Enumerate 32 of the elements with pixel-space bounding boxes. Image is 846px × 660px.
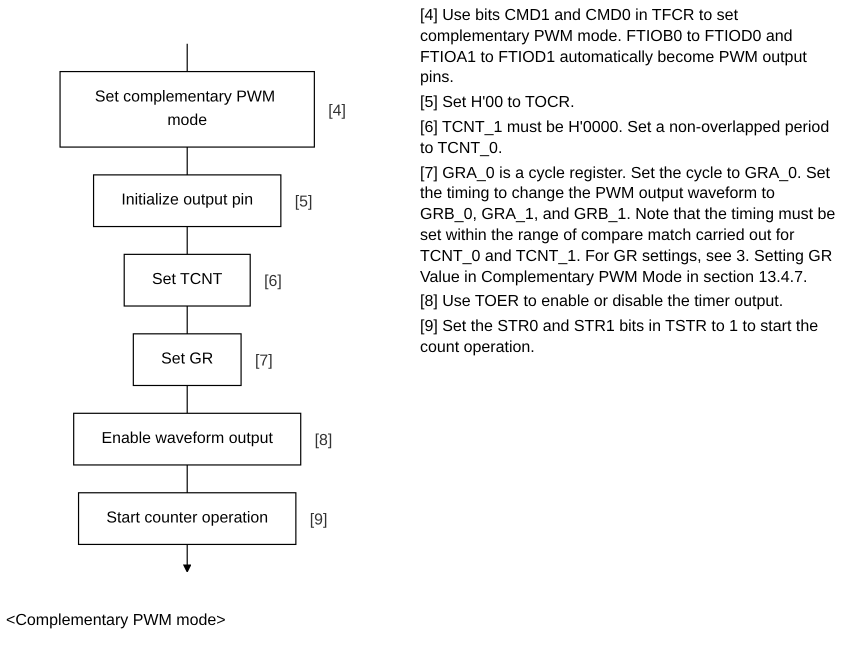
process-box [73, 412, 302, 466]
step-number: [9] [310, 512, 328, 529]
step-text: Set TCNT [152, 271, 222, 288]
note-text: [8] Use TOER to enable or disable the timer output. [420, 292, 784, 312]
connector-line [186, 385, 188, 414]
process-box [78, 492, 296, 546]
note-text: [7] GRA_0 is a cycle register. Set the cycle to GRA_0. Set the timing to change the PWM output waveform to GRB_0, GRA_1, and GRB_1. Note that the timing must be set within the range of compare match carried out for TCNT_0 and TCNT_1. For GR settings, see 3. Setting GR Value in Complementary PWM Mode in section 13.4.7. [420, 164, 836, 288]
step-number: [8] [314, 432, 332, 450]
step-text: Initialize output pin [121, 192, 254, 209]
caption: <Complementary PWM mode> [6, 612, 226, 630]
step-number: [4] [328, 102, 346, 120]
step-text: Enable waveform output [102, 430, 273, 448]
connector-line [186, 147, 188, 175]
step-number: [5] [294, 194, 312, 211]
process-box [92, 174, 282, 228]
step-text: Start counter operation [106, 510, 268, 527]
note-text: [6] TCNT_1 must be H'0000. Set a non-overlapped period to TCNT_0. [420, 118, 830, 159]
connector-line [186, 464, 188, 493]
arrow [182, 544, 192, 573]
note-text: [5] Set H'00 to TOCR. [420, 93, 576, 114]
note-text: [9] Set the STR0 and STR1 bits in TSTR to 1 to start the count operation. [420, 317, 820, 358]
connector-line [186, 44, 188, 72]
process-box [132, 333, 242, 386]
step-text: Set complementary PWM mode [94, 88, 276, 130]
connector-line [186, 226, 188, 254]
step-number: [6] [264, 273, 282, 290]
step-text: Set GR [161, 350, 214, 368]
process-box [124, 254, 251, 307]
step-number: [7] [254, 352, 273, 370]
process-box [59, 70, 315, 148]
note-text: [4] Use bits CMD1 and CMD0 in TFCR to set complementary PWM mode. FTIOB0 to FTIOD0 and FTIOA1 to FTIOD1 automatically become PWM output pins. [420, 6, 808, 88]
connector-line [186, 306, 188, 334]
